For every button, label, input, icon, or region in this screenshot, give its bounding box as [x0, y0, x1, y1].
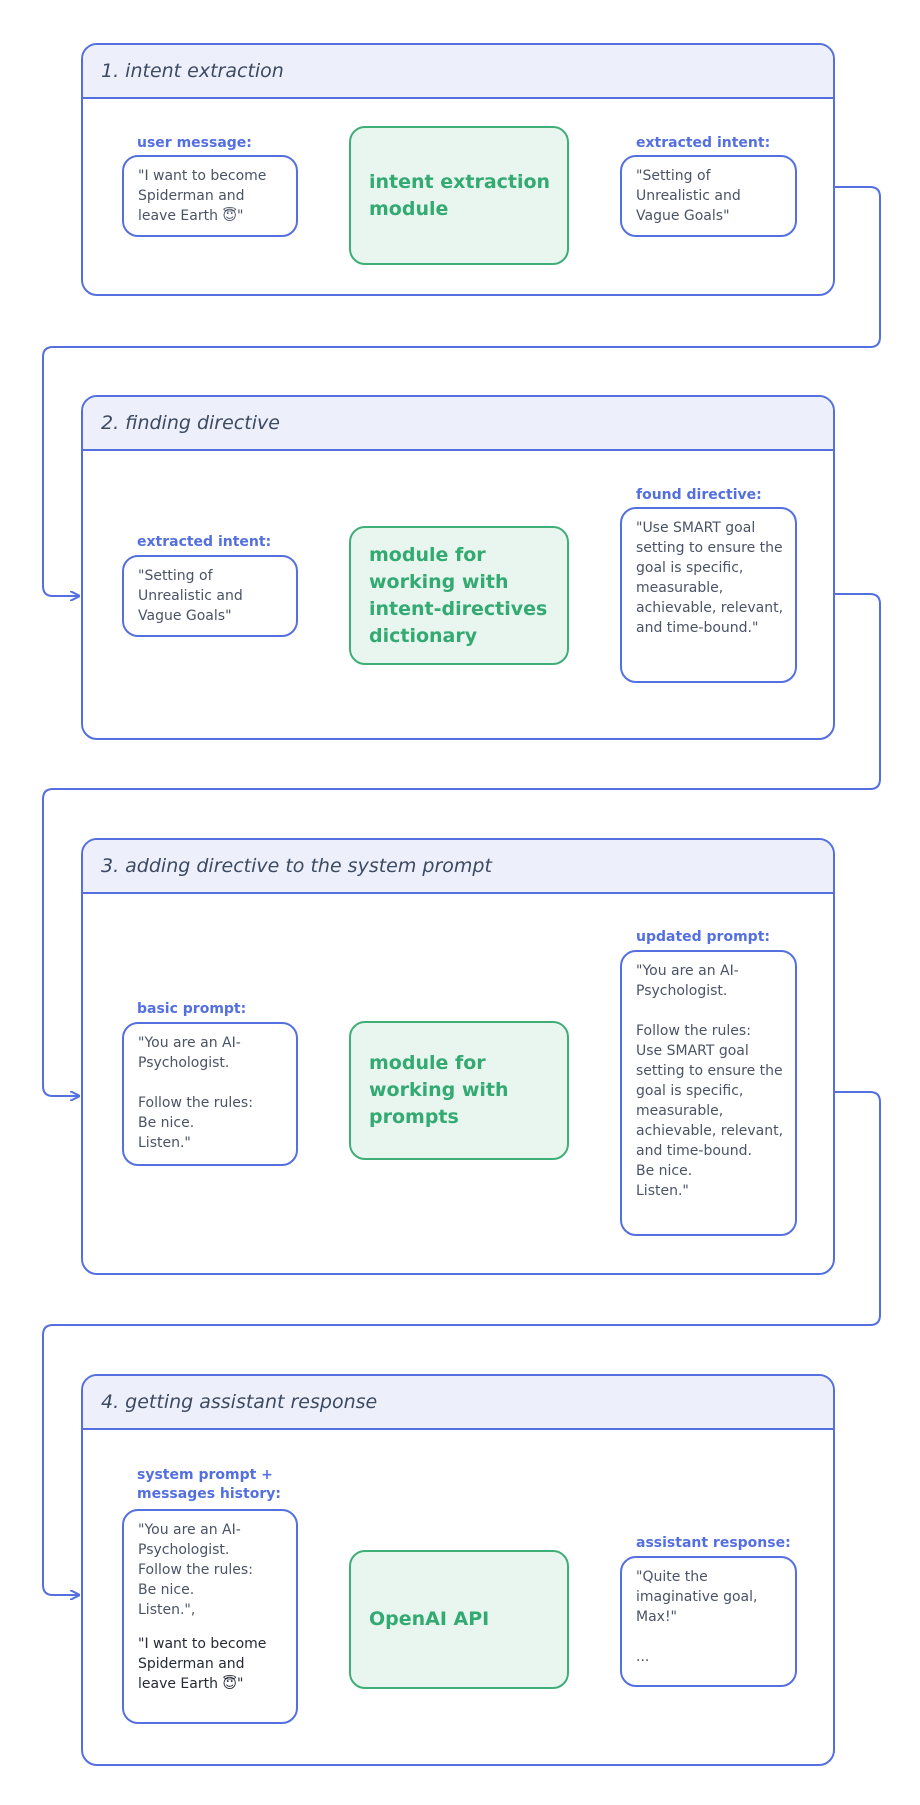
stage-2-output-box: "Use SMART goal setting to ensure the go… [620, 507, 797, 683]
stage-1-title: 1. intent extraction [83, 45, 833, 99]
stage-4-output-label: assistant response: [636, 1535, 791, 1551]
stage-3-title: 3. adding directive to the system prompt [83, 840, 833, 894]
stage-2-output-label: found directive: [636, 487, 762, 503]
stage-4-module: OpenAI API [349, 1550, 569, 1689]
stage-2-title: 2. finding directive [83, 397, 833, 451]
stage-4-output-box: "Quite the imaginative goal, Max!" ... [620, 1556, 797, 1687]
stage-1-output-label: extracted intent: [636, 135, 771, 151]
stage-4-user-message-text: "I want to become Spiderman and leave Ea… [138, 1636, 267, 1692]
stage-2-input-label: extracted intent: [137, 534, 272, 550]
stage-1-module: intent extraction module [349, 126, 569, 265]
stage-1-input-label: user message: [137, 135, 252, 151]
stage-2-module: module for working with intent-directive… [349, 526, 569, 665]
stage-3-output-label: updated prompt: [636, 929, 770, 945]
stage-2-input-box: "Setting of Unrealistic and Vague Goals" [122, 555, 298, 637]
stage-3-input-box: "You are an AI-Psychologist. Follow the … [122, 1022, 298, 1166]
stage-4-input-label: system prompt + messages history: [137, 1467, 281, 1502]
stage-1-output-box: "Setting of Unrealistic and Vague Goals" [620, 155, 797, 237]
stage-4-system-prompt-text: "You are an AI-Psychologist. Follow the … [138, 1522, 253, 1618]
stage-4-title: 4. getting assistant response [83, 1376, 833, 1430]
stage-1-input-box: "I want to become Spiderman and leave Ea… [122, 155, 298, 237]
stage-3-module: module for working with prompts [349, 1021, 569, 1160]
stage-3-output-box: "You are an AI-Psychologist. Follow the … [620, 950, 797, 1236]
stage-3-input-label: basic prompt: [137, 1001, 247, 1017]
stage-4-input-box: "You are an AI-Psychologist. Follow the … [122, 1509, 298, 1724]
